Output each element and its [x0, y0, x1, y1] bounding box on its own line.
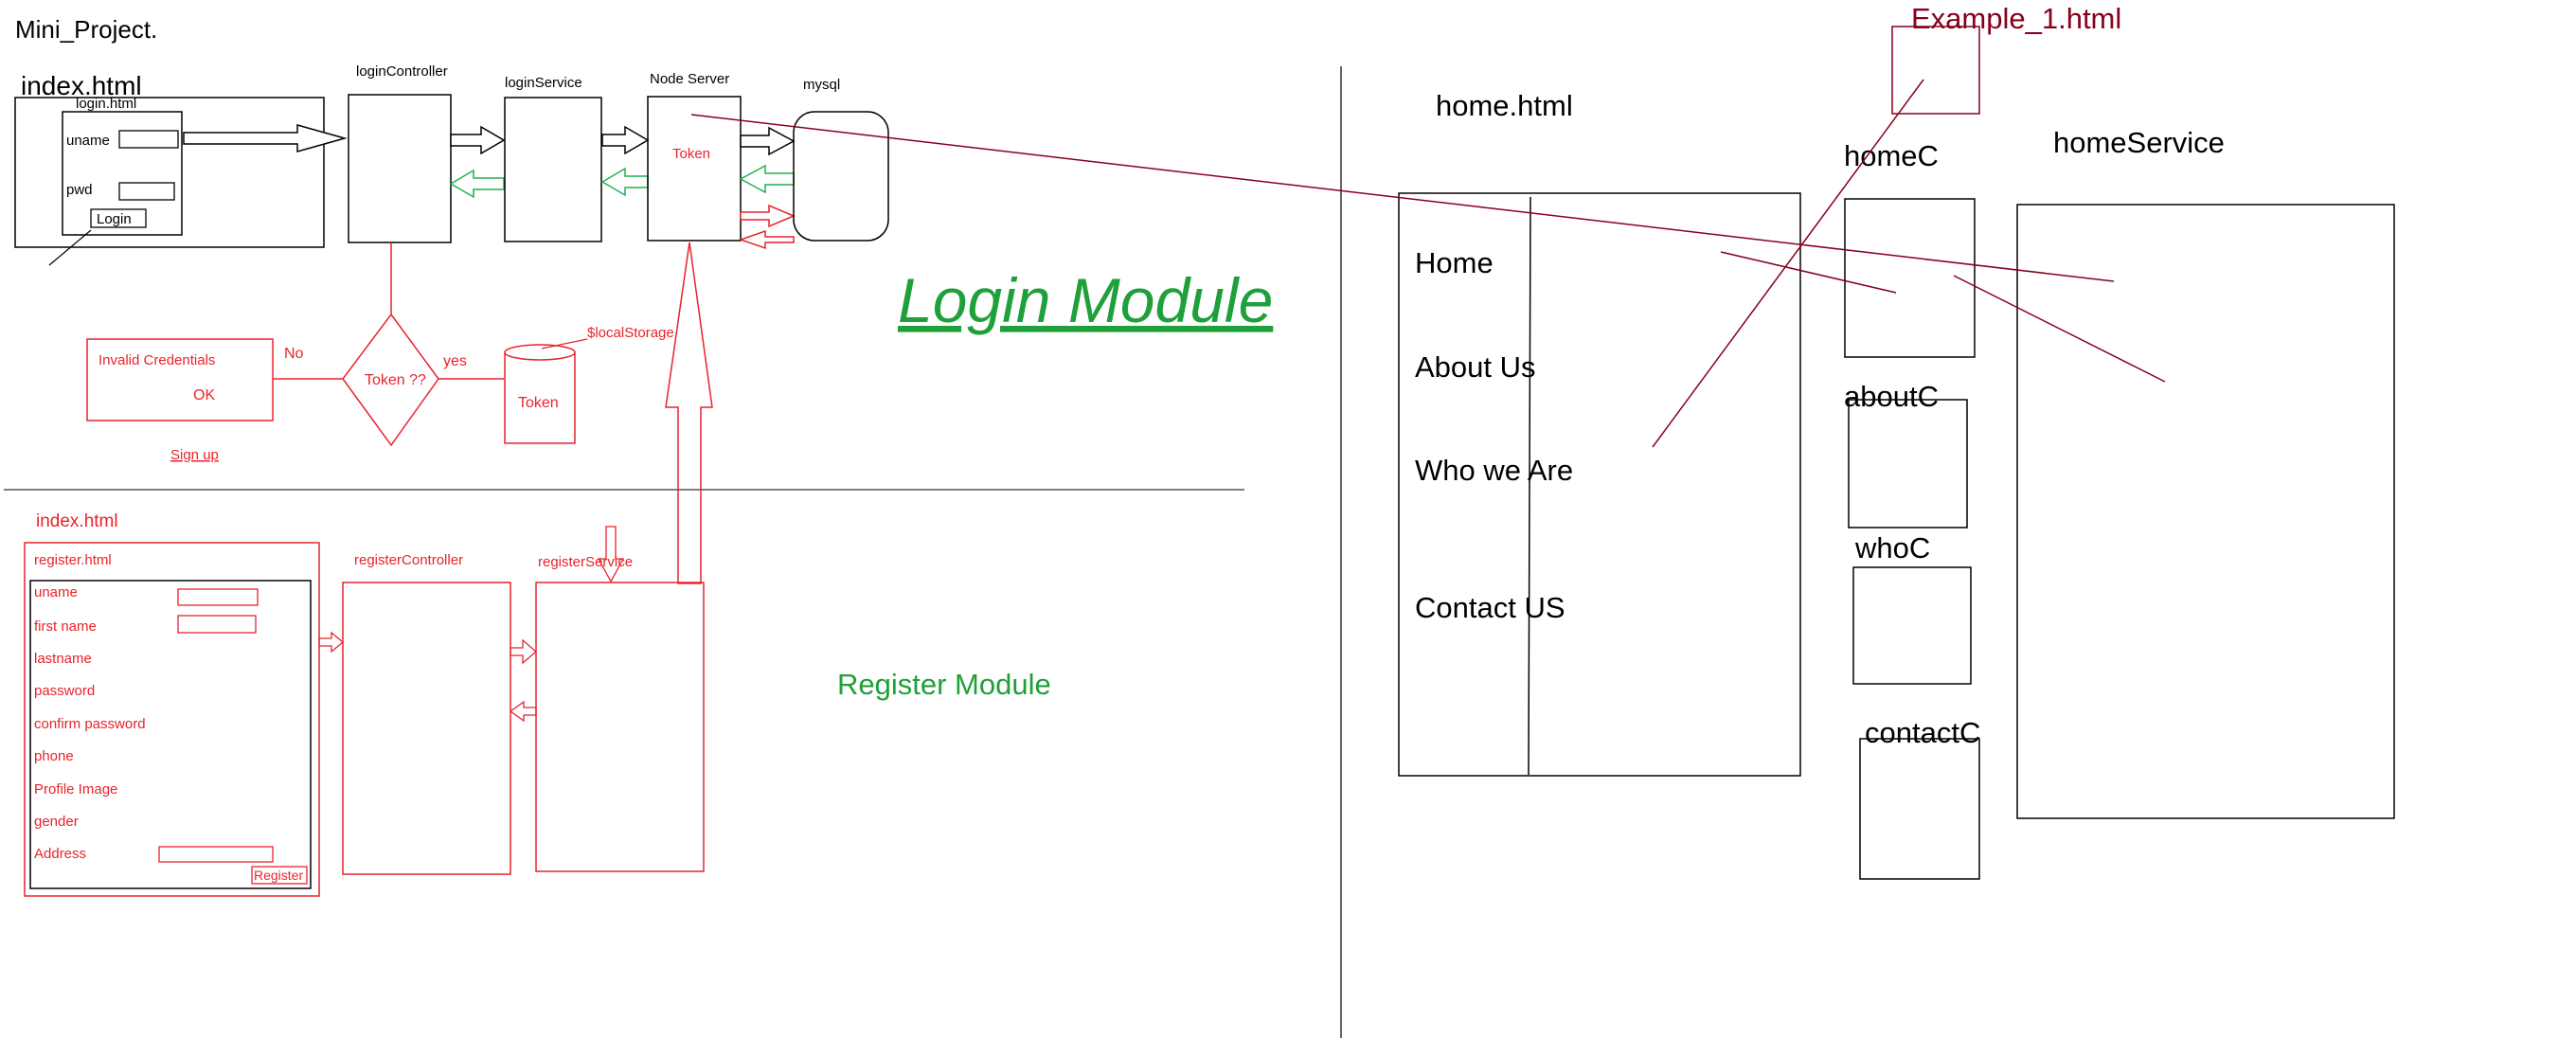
controller-label-contactC: contactC: [1865, 716, 1980, 749]
arrow-node-to-service: [600, 167, 649, 197]
contact-controller-box: [1859, 738, 1980, 880]
example-label: Example_1.html: [1911, 2, 2121, 35]
controller-label-whoC: whoC: [1854, 531, 1930, 564]
home-page-box: [1398, 192, 1801, 777]
register-button[interactable]: [251, 866, 308, 885]
arrow-register-service-to-controller: [509, 700, 537, 723]
field-label: Address: [34, 846, 86, 862]
login-button-label: Login: [97, 211, 132, 227]
login-pointer-line: [48, 229, 92, 266]
arrow-node-to-mysql: [740, 126, 796, 156]
uname-input[interactable]: [118, 130, 179, 149]
local-storage-pointer: [541, 338, 588, 349]
ok-button[interactable]: OK: [193, 387, 215, 403]
arrow-register-to-node: [665, 242, 713, 584]
first-name-field[interactable]: [177, 615, 257, 634]
yes-label: yes: [443, 353, 467, 369]
signup-link[interactable]: Sign up: [170, 447, 219, 463]
arrow-service-to-controller: [449, 169, 505, 199]
field-label: confirm password: [34, 716, 146, 732]
connector-example-to-nav: [1652, 79, 1924, 448]
connector-home-controller-to-service: [1953, 275, 2166, 383]
field-label: Profile Image: [34, 781, 117, 797]
about-controller-box: [1848, 399, 1968, 528]
register-controller-label: registerController: [354, 552, 463, 568]
field-label: first name: [34, 618, 97, 635]
register-module-title: Register Module: [837, 668, 1051, 701]
node-token-label: Token: [672, 146, 710, 162]
login-html-label: login.html: [76, 96, 136, 112]
pwd-input[interactable]: [118, 182, 175, 201]
register-fields: uname first name lastname password confi…: [34, 584, 274, 863]
arrow-form-to-register-controller: [318, 631, 345, 654]
home-controller-box: [1844, 198, 1976, 358]
who-controller-box: [1852, 566, 1972, 685]
login-controller-label: loginController: [356, 63, 448, 80]
field-label: password: [34, 683, 95, 699]
field-label: phone: [34, 748, 74, 764]
token-decision-diamond: [342, 313, 439, 447]
register-index-box: [24, 542, 320, 897]
connector-strokes: [690, 79, 2166, 448]
home-service-box: [2016, 204, 2395, 819]
field-label: gender: [34, 814, 79, 830]
uname-label: uname: [66, 133, 110, 149]
field-label: uname: [34, 584, 78, 600]
no-label: No: [284, 346, 304, 362]
node-server-label: Node Server: [650, 71, 729, 87]
register-service-box: [535, 582, 705, 872]
invalid-credentials-dialog: [86, 338, 274, 421]
nav-who-we-are[interactable]: Who we Are: [1415, 454, 1573, 487]
connector-nav-to-home-controller: [1720, 251, 1897, 294]
register-service-label: registerService: [538, 554, 633, 570]
nav-about-us[interactable]: About Us: [1415, 350, 1536, 384]
arrow-into-register-service: [597, 526, 625, 583]
nav-contact-us[interactable]: Contact US: [1415, 591, 1565, 624]
register-html-label: register.html: [34, 552, 112, 568]
register-form-box: [29, 580, 312, 889]
login-controller-box: [348, 94, 452, 243]
arrow-form-to-controller: [183, 124, 348, 152]
pwd-label: pwd: [66, 182, 93, 198]
arrow-mysql-to-node-red: [738, 229, 795, 250]
connector-node-to-home-service: [690, 114, 2115, 282]
home-html-label: home.html: [1436, 89, 1573, 122]
arrow-node-to-mysql-red: [740, 204, 796, 228]
node-server-box: [647, 96, 742, 242]
home-service-label: homeService: [2053, 126, 2225, 159]
controller-label-aboutC: aboutC: [1844, 380, 1939, 413]
register-button-label: Register: [254, 868, 303, 883]
login-service-label: loginService: [505, 75, 582, 91]
login-module-title: Login Module: [898, 265, 1273, 335]
login-form-box: [62, 111, 183, 236]
arrow-controller-to-service: [450, 125, 506, 155]
address-field[interactable]: [158, 846, 274, 863]
uname-field[interactable]: [177, 588, 259, 606]
register-index-label: index.html: [36, 511, 118, 531]
login-index-label: index.html: [21, 71, 142, 100]
invalid-credentials-title: Invalid Credentials: [98, 352, 215, 368]
home-sidebar-divider: [1528, 196, 1531, 776]
mysql-label: mysql: [803, 77, 840, 93]
arrow-service-to-node: [601, 125, 650, 155]
mysql-db: [793, 111, 889, 242]
local-storage-cylinder: [504, 344, 576, 444]
nav-home[interactable]: Home: [1415, 246, 1494, 279]
arrow-controller-to-register-service: [510, 638, 537, 665]
arrow-mysql-to-node: [739, 164, 795, 194]
local-storage-token: Token: [518, 395, 559, 411]
example-box: [1891, 26, 1980, 115]
field-label: lastname: [34, 651, 92, 667]
local-storage-label: $localStorage: [587, 325, 674, 341]
login-index-box: [14, 97, 325, 248]
login-button[interactable]: [90, 208, 147, 228]
login-service-box: [504, 97, 602, 242]
token-decision-label: Token ??: [365, 372, 426, 388]
register-controller-box: [342, 582, 511, 875]
project-title: Mini_Project.: [15, 15, 157, 44]
